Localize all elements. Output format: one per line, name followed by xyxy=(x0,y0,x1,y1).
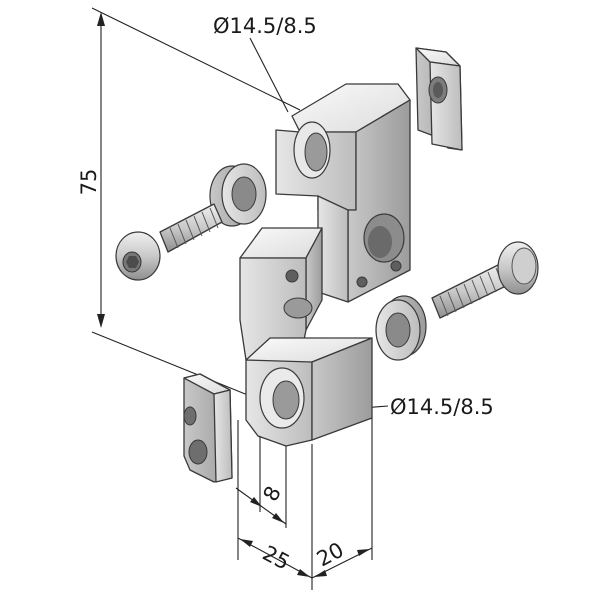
slot-nut-top xyxy=(415,47,463,151)
bolt-right xyxy=(431,241,539,319)
washer-left xyxy=(209,163,267,227)
width-a-label: 25 xyxy=(259,541,294,575)
bottom-dimensions: 8 25 20 xyxy=(235,418,373,590)
bottom-bore-label: Ø14.5/8.5 xyxy=(390,395,494,419)
upper-clamp-body xyxy=(275,83,411,303)
lower-clamp-body xyxy=(239,227,373,447)
top-bore-label: Ø14.5/8.5 xyxy=(213,14,317,38)
height-label: 75 xyxy=(77,169,101,196)
top-bore-dimension: Ø14.5/8.5 xyxy=(213,14,317,113)
bottom-bore-dimension: Ø14.5/8.5 xyxy=(299,395,494,419)
height-dimension: 75 xyxy=(77,7,301,403)
slot-nut-bottom xyxy=(183,373,233,483)
bolt-left xyxy=(115,203,223,281)
offset-label: 8 xyxy=(259,482,286,505)
width-b-label: 20 xyxy=(313,538,348,572)
washer-right xyxy=(375,295,427,361)
